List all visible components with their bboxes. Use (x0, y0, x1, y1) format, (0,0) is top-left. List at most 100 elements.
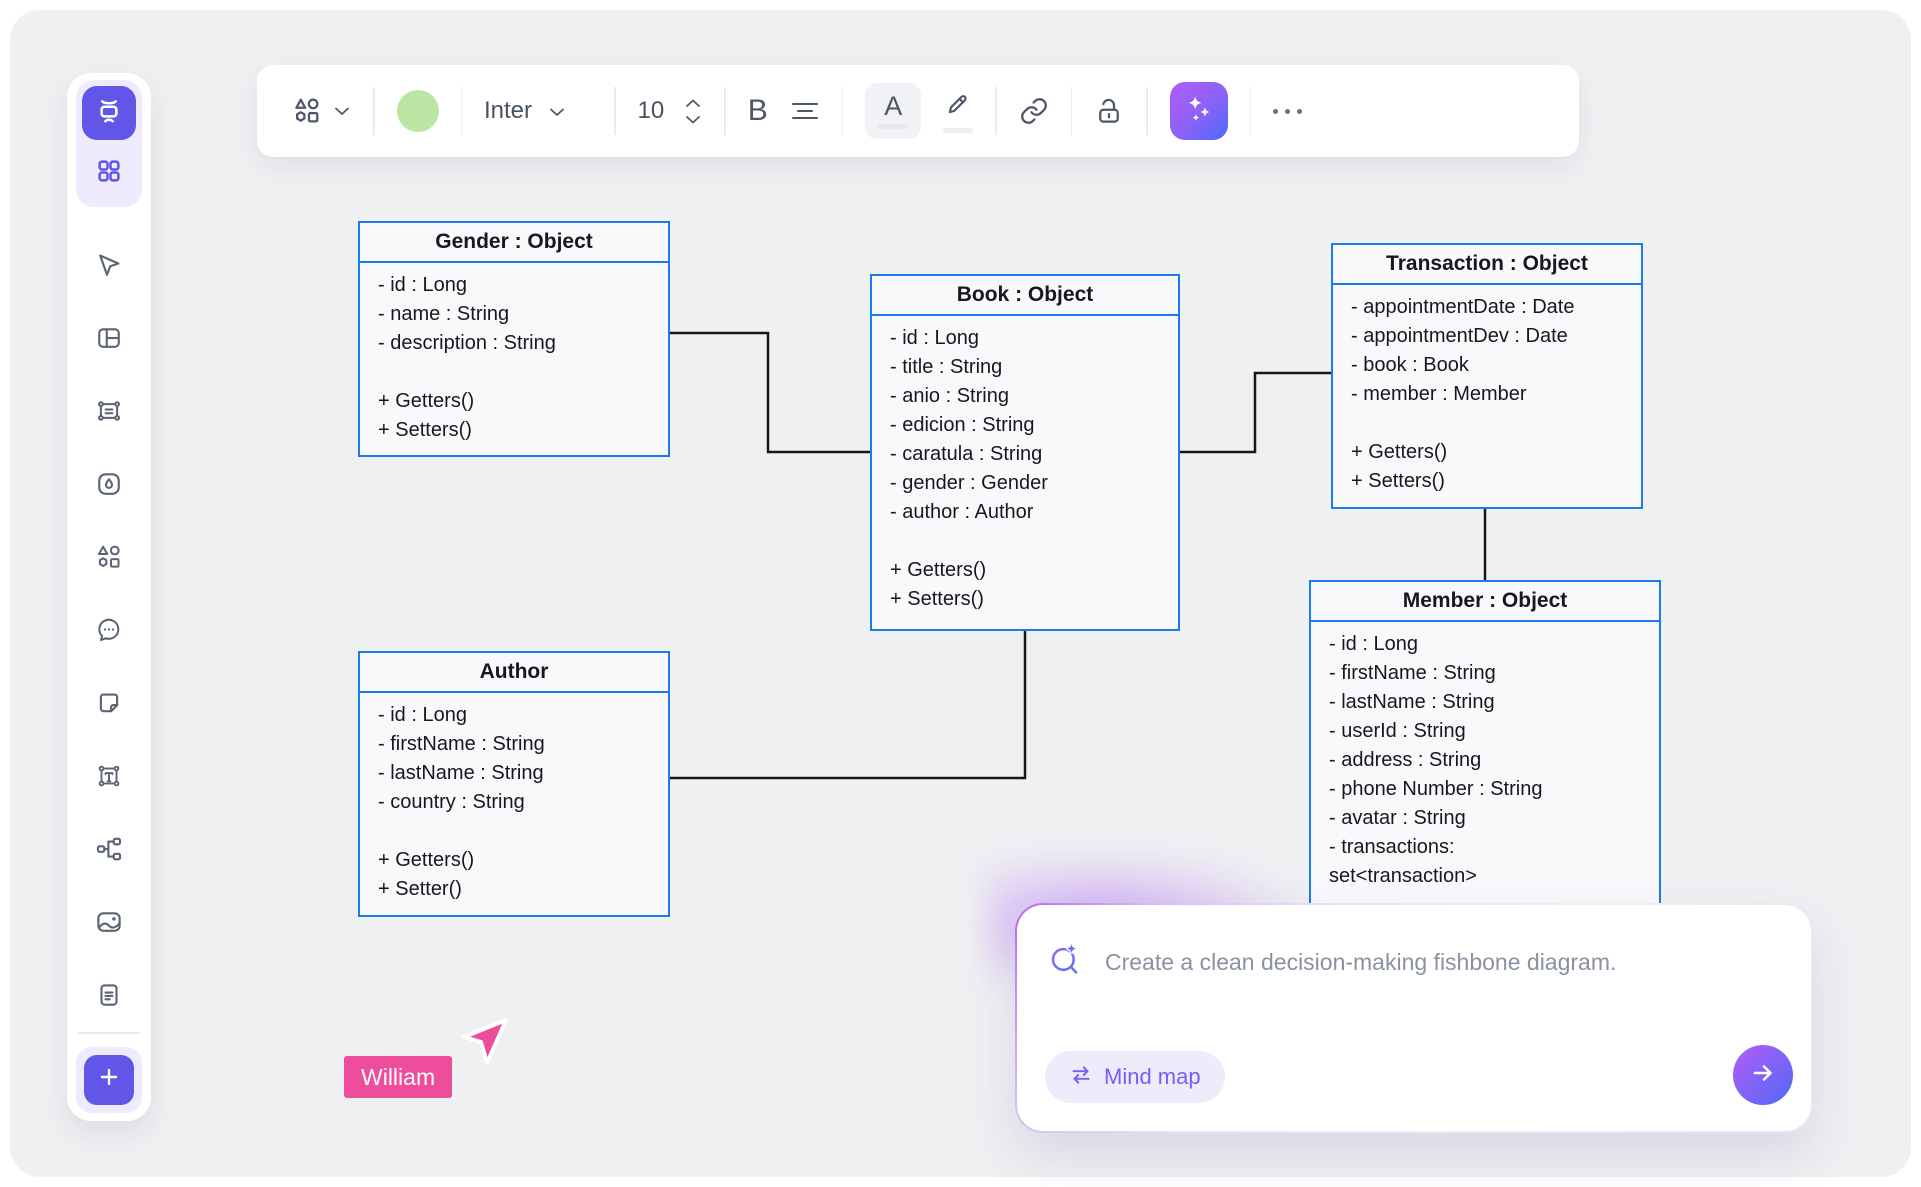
class-attributes: - appointmentDate : Date- appointmentDev… (1351, 296, 1575, 405)
connector-book-author[interactable] (670, 631, 1027, 780)
toolbar-divider (614, 87, 616, 135)
arrow-right-icon (1748, 1058, 1778, 1093)
highlighter-icon (943, 89, 973, 124)
highlighter-bar (943, 128, 974, 133)
toolbar-divider (841, 87, 844, 135)
board-logo-button[interactable] (82, 86, 136, 140)
connector-gender-book[interactable] (670, 331, 870, 454)
class-title: Book : Object (872, 276, 1178, 316)
ai-prompt-panel: Create a clean decision-making fishbone … (1017, 905, 1811, 1131)
toolbar-divider (373, 87, 375, 135)
chevron-down-icon (333, 105, 351, 117)
shape-picker-button[interactable] (291, 95, 351, 127)
class-attributes: - id : Long- firstName : String- lastNam… (378, 704, 545, 813)
class-methods: + Getters()+ Setters() (1351, 441, 1448, 492)
highlighter-button[interactable] (943, 89, 974, 133)
toolbar-divider (1070, 87, 1073, 135)
mind-map-chip[interactable]: Mind map (1045, 1051, 1225, 1103)
draw-tool-button[interactable] (94, 471, 124, 501)
select-cursor-icon (94, 250, 124, 285)
format-toolbar: Inter 10 B A (257, 65, 1579, 157)
board-logo-icon (92, 94, 126, 133)
chevron-down-icon (548, 97, 566, 125)
ai-panel-border: Create a clean decision-making fishbone … (1015, 903, 1813, 1133)
draw-drop-icon (94, 469, 124, 504)
class-title: Transaction : Object (1333, 245, 1641, 285)
ai-prompt-input[interactable]: Create a clean decision-making fishbone … (1047, 941, 1616, 984)
ai-prompt-placeholder: Create a clean decision-making fishbone … (1105, 949, 1617, 975)
document-tool-button[interactable] (94, 982, 124, 1012)
class-box-book[interactable]: Book : Object - id : Long- title : Strin… (870, 274, 1180, 631)
image-icon (94, 907, 124, 942)
link-icon (1019, 96, 1049, 126)
class-title: Member : Object (1311, 582, 1659, 622)
class-title: Gender : Object (360, 223, 668, 263)
align-button[interactable] (790, 99, 820, 123)
align-icon (790, 99, 820, 123)
class-box-gender[interactable]: Gender : Object - id : Long- name : Stri… (358, 221, 670, 457)
comment-icon (94, 615, 124, 650)
text-color-button[interactable]: A (865, 83, 922, 139)
frame-tool-button[interactable] (94, 398, 124, 428)
fill-color-swatch[interactable] (396, 90, 439, 132)
class-attributes: - id : Long- title : String- anio : Stri… (890, 327, 1048, 523)
toolbar-divider (1146, 87, 1148, 135)
sticky-note-tool-button[interactable] (94, 690, 124, 720)
chevron-down-icon (686, 115, 701, 123)
mind-map-icon (94, 834, 124, 869)
tools-sidebar (67, 73, 151, 1121)
mind-map-chip-label: Mind map (1104, 1064, 1201, 1089)
link-button[interactable] (1019, 96, 1049, 126)
add-tool-group (76, 1046, 142, 1113)
class-box-author[interactable]: Author - id : Long- firstName : String- … (358, 651, 670, 917)
templates-button[interactable] (82, 148, 136, 198)
lock-open-icon (1094, 96, 1124, 126)
select-tool-button[interactable] (94, 252, 124, 282)
shapes-tool-button[interactable] (94, 544, 124, 574)
comment-tool-button[interactable] (94, 617, 124, 647)
mind-map-tool-button[interactable] (94, 836, 124, 866)
collaborator-cursor-icon (462, 1018, 508, 1065)
font-size-stepper[interactable] (684, 98, 702, 125)
toolbar-divider (460, 87, 462, 135)
lock-button[interactable] (1094, 96, 1124, 126)
text-box-icon (94, 761, 124, 796)
primary-tools-group (76, 80, 142, 207)
class-methods: + Getters()+ Setters() (378, 390, 475, 441)
class-title: Author (360, 653, 668, 693)
image-tool-button[interactable] (94, 909, 124, 939)
sidebar-divider (78, 1032, 140, 1034)
add-button[interactable] (84, 1054, 134, 1105)
more-options-button[interactable] (1273, 108, 1303, 114)
layout-tool-button[interactable] (94, 325, 124, 355)
toolbar-divider (1249, 87, 1252, 135)
font-family-select[interactable]: Inter (484, 97, 592, 125)
templates-grid-icon (94, 156, 124, 191)
text-tool-button[interactable] (94, 763, 124, 793)
class-box-transaction[interactable]: Transaction : Object - appointmentDate :… (1331, 243, 1643, 509)
swap-arrows-icon (1069, 1063, 1093, 1092)
layout-icon (94, 323, 124, 358)
font-size-value: 10 (637, 97, 665, 124)
text-color-bar (878, 124, 909, 129)
document-icon (94, 980, 124, 1015)
tool-icons-group (94, 252, 124, 1012)
shape-picker-icon (291, 95, 323, 127)
class-attributes: - id : Long- name : String- description … (378, 274, 556, 354)
ai-sparkles-icon (1182, 92, 1216, 131)
connector-book-transaction[interactable] (1180, 371, 1331, 454)
font-family-value: Inter (484, 97, 533, 124)
chevron-up-icon (686, 99, 701, 107)
plus-icon (96, 1064, 122, 1095)
ai-assistant-button[interactable] (1169, 82, 1228, 140)
toolbar-divider (995, 87, 997, 135)
ai-send-button[interactable] (1733, 1045, 1793, 1105)
class-box-member[interactable]: Member : Object - id : Long- firstName :… (1309, 580, 1661, 964)
class-methods: + Getters()+ Setter() (378, 849, 475, 900)
shapes-icon (94, 542, 124, 577)
text-color-icon: A (884, 91, 903, 121)
bold-button[interactable]: B (747, 94, 768, 127)
font-size-control[interactable]: 10 (638, 97, 703, 125)
class-methods: + Getters()+ Setters() (890, 559, 987, 610)
